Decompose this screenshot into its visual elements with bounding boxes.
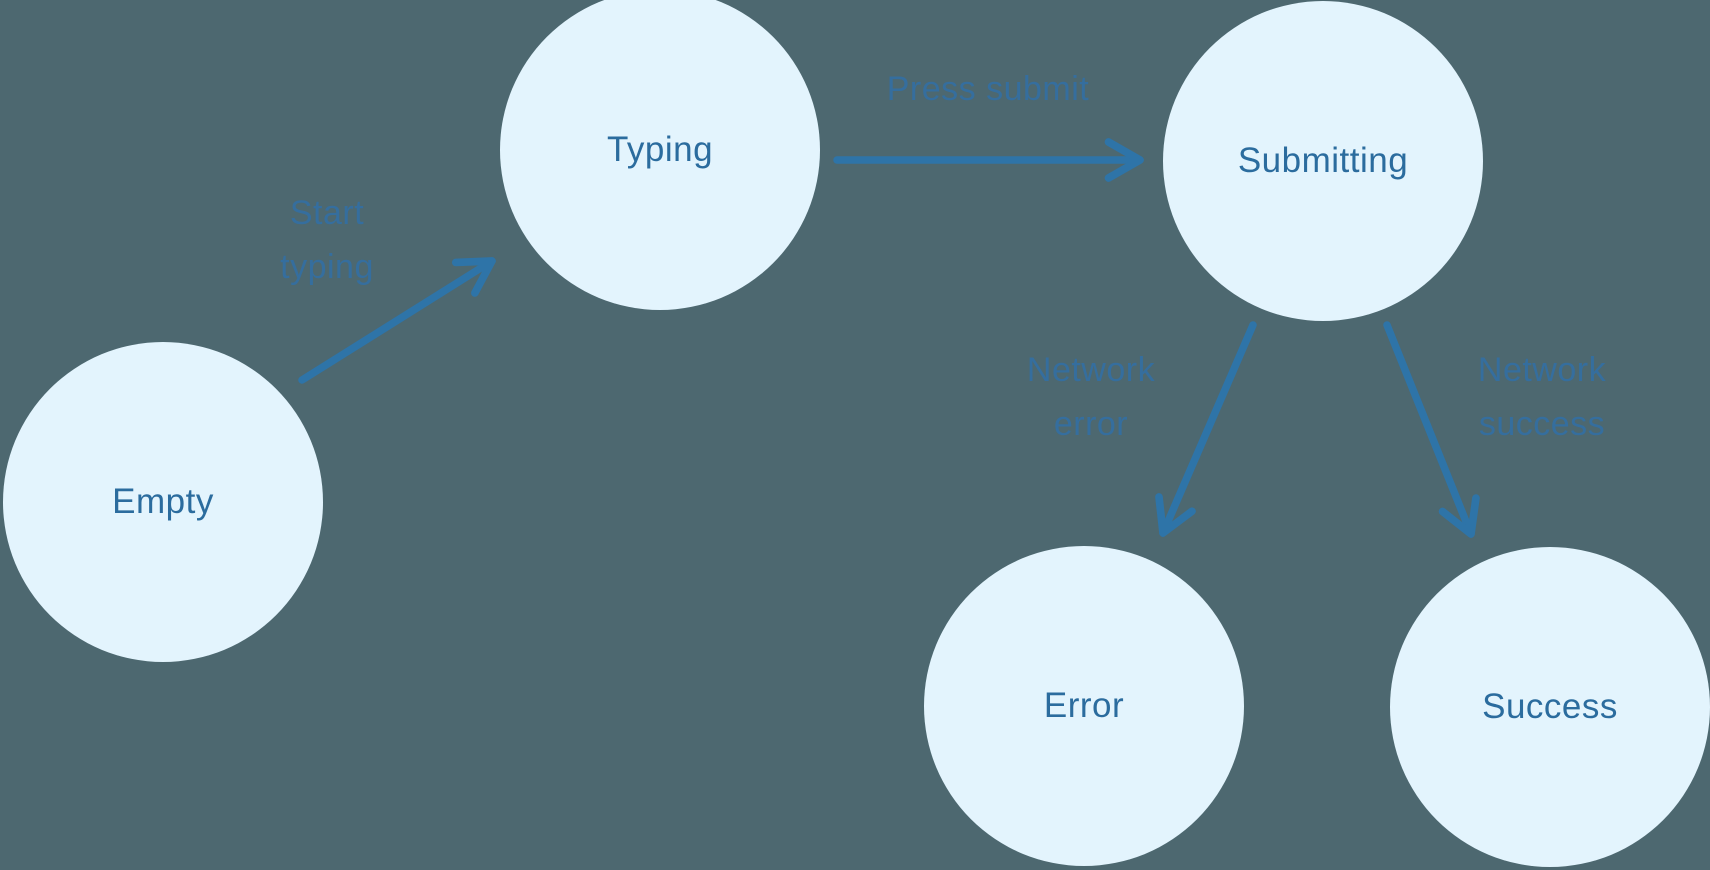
state-node-empty: Empty: [3, 342, 323, 662]
edge-label-start-typing: Start typing: [280, 194, 374, 286]
state-label-error: Error: [1043, 686, 1125, 725]
state-label-typing: Typing: [606, 130, 714, 169]
edge-label-press-submit: Press submit: [886, 70, 1090, 108]
state-node-submitting: Submitting: [1163, 1, 1483, 321]
state-node-success: Success: [1390, 547, 1710, 867]
state-label-submitting: Submitting: [1237, 141, 1409, 180]
state-label-empty: Empty: [112, 482, 214, 521]
state-node-typing: Typing: [500, 0, 820, 310]
edge-label-network-success: Network success: [1477, 351, 1607, 443]
state-label-success: Success: [1482, 687, 1618, 726]
edge-label-network-error: Network error: [1026, 351, 1156, 443]
state-node-error: Error: [924, 546, 1244, 866]
